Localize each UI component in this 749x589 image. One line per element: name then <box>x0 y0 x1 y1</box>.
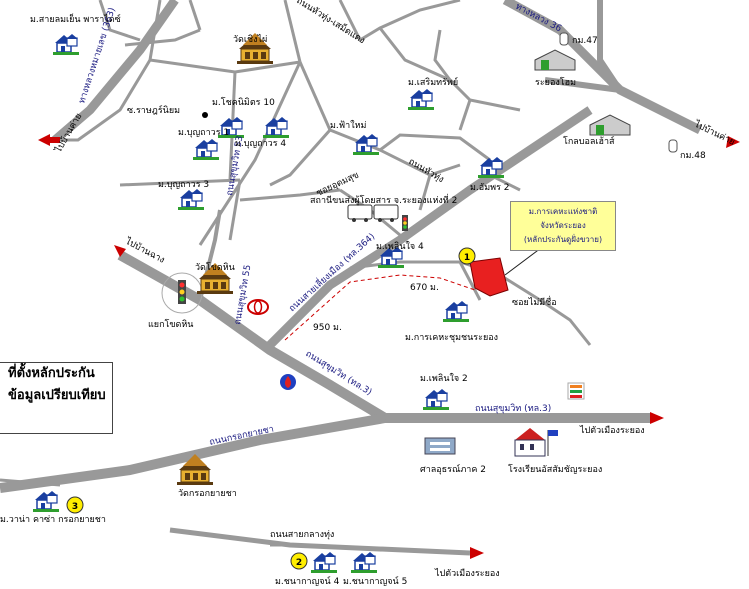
gas-station-icon <box>280 374 296 390</box>
marker-3: 3 <box>66 496 84 514</box>
place-label: ม.เพลินใจ 2 <box>420 373 468 384</box>
place-label: ซอยอุดมสุข <box>315 170 361 198</box>
direction-label: ไปตัวเมืองระยอง <box>434 568 500 579</box>
place-label: ม.วาน่า คาซ่า กรอกยายชา <box>0 515 106 525</box>
house-icons <box>32 33 505 574</box>
place-label: ซ.ราษฎร์นิยม <box>127 104 180 116</box>
warehouse-icon <box>534 49 631 136</box>
school-icon <box>514 428 558 457</box>
court-building-icon <box>424 437 456 455</box>
svg-text:3: 3 <box>72 502 78 512</box>
traffic-light-icon-small <box>402 215 408 231</box>
place-label: ม.บุญถาวร 4 <box>235 139 286 149</box>
direction-label: ไปบ้านค่าย <box>692 118 737 147</box>
place-label: ม.สายลมเย็น พาราไดซ์ <box>30 12 121 25</box>
direction-label: ไปตัวเมืองระยอง <box>579 425 645 436</box>
place-label: กม.48 <box>680 151 706 161</box>
bus-icon <box>347 204 399 222</box>
place-label: วัดกรอกยายชา <box>178 489 237 499</box>
place-label: ม.เพลินใจ 4 <box>376 241 424 252</box>
toyota-icon <box>247 299 269 315</box>
place-label: วัดเชิงไผ่ <box>233 34 267 45</box>
seven-eleven-icon <box>567 382 585 400</box>
road-label-sukhumvit-3: ถนนสุขุมวิท (ทล.3) <box>475 403 551 414</box>
place-label: ม.ชนากาญจน์ 4 <box>275 575 340 587</box>
place-label: สถานีขนส่งผู้โดยสาร จ.ระยองแห่งที่ 2 <box>310 193 457 206</box>
road-label-soi: ซอยไม่มีชื่อ <box>512 295 557 308</box>
direction-arrows <box>38 134 740 559</box>
place-label: กม.47 <box>572 36 598 46</box>
note-line-1: ม.การเคหะแห่งชาติ <box>528 207 598 216</box>
place-label: ม.บุญถาวร 3 <box>158 180 209 190</box>
place-label: ม.ชนากาญจน์ 5 <box>343 575 407 587</box>
place-label: ม.โชคนิมิตร 10 <box>212 97 275 108</box>
marker-2: 2 <box>290 552 308 570</box>
marker-1: 1 <box>458 247 476 265</box>
note-line-3: (หลักประกันดูฝั่งขวาย) <box>523 235 603 244</box>
road-label-top: ถนนหัวทุ่ง-เสม็ดแดง <box>294 0 368 46</box>
collateral-note: ม.การเคหะแห่งชาติ จังหวัดระยอง (หลักประก… <box>510 201 616 251</box>
legend-line-2: ข้อมูลเปรียบเทียบ <box>8 388 106 403</box>
place-label: โกลบอลเฮ้าส์ <box>563 135 615 147</box>
collateral-location <box>469 244 546 297</box>
place-label: ระยองโฮม <box>535 77 576 88</box>
km-post-icon <box>559 32 678 153</box>
place-label: วัดโขดหิน <box>195 262 235 273</box>
note-line-2: จังหวัดระยอง <box>540 221 586 230</box>
distance-label: 950 ม. <box>313 323 342 333</box>
place-label: ศาลอุธรณ์ภาค 2 <box>420 463 486 475</box>
road-label-36: ทางหลวง 36 <box>514 2 564 35</box>
junction-dot <box>202 112 208 118</box>
distance-label: 670 ม. <box>410 283 439 293</box>
legend-box: ที่ตั้งหลักประกัน ข้อมูลเปรียบเทียบ <box>0 362 113 434</box>
svg-text:1: 1 <box>464 253 470 263</box>
place-label: ม.การเคหะชุมชนระยอง <box>405 333 498 343</box>
road-label-bypass-364: ถนนสายเลี่ยงเมือง (ทล.364) <box>285 230 377 315</box>
place-label: โรงเรียนอัสสัมชัญระยอง <box>508 464 602 475</box>
svg-text:2: 2 <box>296 558 302 568</box>
place-label: ม.อัมพร 2 <box>470 183 510 193</box>
road-label-klang-thung: ถนนสายกลางทุ่ง <box>270 530 334 540</box>
distance-route <box>284 274 476 341</box>
road-label-sukhumvit-55: ถนนสุขุมวิท 55 <box>232 264 253 326</box>
place-label: ม.เสริมทรัพย์ <box>408 76 458 88</box>
legend-line-1: ที่ตั้งหลักประกัน <box>8 366 95 381</box>
place-label: ม.ฟ้าใหม่ <box>330 120 367 131</box>
place-label: แยกโขดหิน <box>148 319 193 330</box>
place-label: ม.บุญถาวร 1 <box>178 128 229 138</box>
